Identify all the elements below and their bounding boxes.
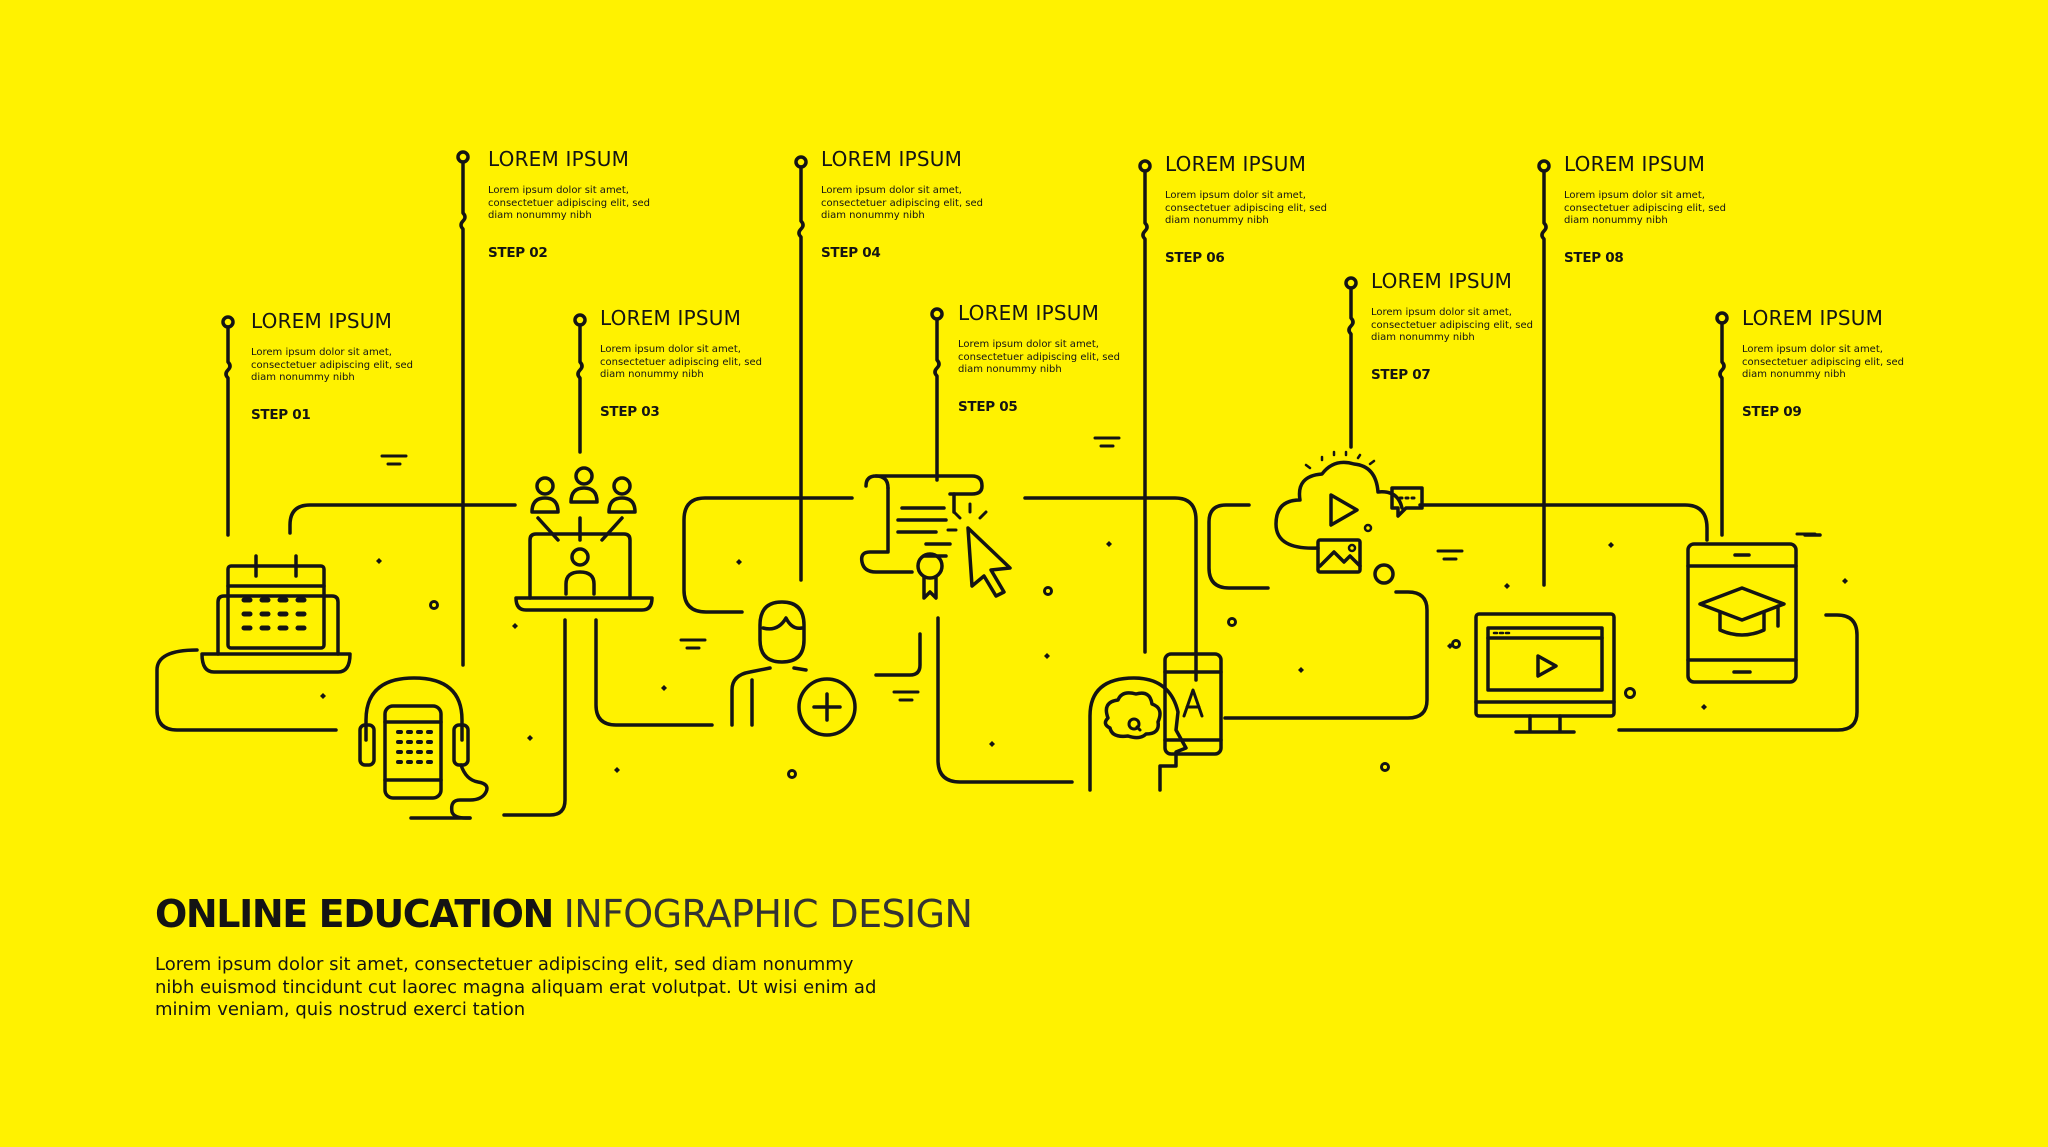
step-description-line: consectetuer adipiscing elit, sed: [1165, 202, 1328, 214]
step-description: Lorem ipsum dolor sit amet, consectetuer…: [1742, 344, 1962, 382]
leader-line-step-04: [794, 155, 808, 582]
cloud-media-icon: [1274, 450, 1424, 585]
step-title: LOREM IPSUM: [1742, 306, 1884, 330]
step-label: STEP 08: [1564, 249, 1624, 266]
body-line: minim veniam, quis nostrud exerci tation: [155, 999, 526, 1021]
head-brain-qa-icon: [1088, 652, 1223, 792]
body-line: Lorem ipsum dolor sit amet, consectetuer…: [155, 954, 854, 975]
step-04: LOREM IPSUM Lorem ipsum dolor sit amet, …: [821, 147, 1041, 261]
laptop-calendar-icon: [200, 554, 352, 674]
step-description-line: Lorem ipsum dolor sit amet,: [251, 347, 392, 358]
step-description-line: Lorem ipsum dolor sit amet,: [600, 344, 741, 355]
step-label: STEP 06: [1165, 249, 1225, 266]
monitor-video-icon: [1474, 612, 1616, 734]
step-title: LOREM IPSUM: [821, 147, 963, 171]
step-description-line: consectetuer adipiscing elit, sed: [1742, 356, 1905, 368]
step-description: Lorem ipsum dolor sit amet, consectetuer…: [821, 185, 1041, 223]
step-description-line: Lorem ipsum dolor sit amet,: [1371, 307, 1512, 318]
connector-path: [155, 496, 1859, 817]
step-description-line: consectetuer adipiscing elit, sed: [1564, 202, 1727, 214]
step-title: LOREM IPSUM: [958, 301, 1100, 325]
step-description-line: consectetuer adipiscing elit, sed: [1371, 319, 1534, 331]
step-label: STEP 07: [1371, 366, 1431, 383]
leader-lines: [221, 150, 1729, 667]
leader-line-step-07: [1344, 276, 1358, 449]
step-label: STEP 05: [958, 398, 1018, 415]
step-description: Lorem ipsum dolor sit amet, consectetuer…: [1371, 307, 1591, 345]
decorative-hearts: [320, 541, 1848, 773]
laptop-network-users-icon: [514, 466, 654, 612]
step-description-line: diam nonummy nibh: [1165, 215, 1269, 226]
step-title: LOREM IPSUM: [600, 306, 742, 330]
step-description-line: consectetuer adipiscing elit, sed: [821, 197, 984, 209]
step-description-line: diam nonummy nibh: [821, 210, 925, 221]
step-description: Lorem ipsum dolor sit amet, consectetuer…: [600, 344, 820, 382]
leader-line-step-01: [221, 315, 235, 537]
tablet-graduation-cap-icon: [1686, 542, 1798, 684]
step-description: Lorem ipsum dolor sit amet, consectetuer…: [1165, 190, 1385, 228]
step-description-line: Lorem ipsum dolor sit amet,: [1165, 190, 1306, 201]
step-description-line: Lorem ipsum dolor sit amet,: [958, 339, 1099, 350]
step-02: LOREM IPSUM Lorem ipsum dolor sit amet, …: [488, 147, 708, 261]
step-description-line: consectetuer adipiscing elit, sed: [958, 351, 1121, 363]
step-description: Lorem ipsum dolor sit amet, consectetuer…: [1564, 190, 1784, 228]
certificate-cursor-icon: [859, 474, 1012, 600]
decorative-dots: [429, 586, 1636, 779]
step-description-line: diam nonummy nibh: [1371, 332, 1475, 343]
step-description-line: diam nonummy nibh: [251, 372, 355, 383]
step-title: LOREM IPSUM: [488, 147, 630, 171]
step-description-line: Lorem ipsum dolor sit amet,: [821, 185, 962, 196]
headphones-phone-icon: [358, 676, 489, 820]
step-08: LOREM IPSUM Lorem ipsum dolor sit amet, …: [1564, 152, 1784, 266]
step-description-line: Lorem ipsum dolor sit amet,: [488, 185, 629, 196]
leader-line-step-08: [1537, 159, 1551, 587]
leader-line-step-06: [1138, 159, 1152, 654]
step-description-line: consectetuer adipiscing elit, sed: [251, 359, 414, 371]
step-title: LOREM IPSUM: [1564, 152, 1706, 176]
body-paragraph: Lorem ipsum dolor sit amet, consectetuer…: [155, 954, 915, 1022]
leader-line-step-03: [573, 313, 587, 454]
step-label: STEP 04: [821, 244, 881, 261]
page-title-bold: ONLINE EDUCATION: [155, 892, 554, 936]
step-description-line: diam nonummy nibh: [1742, 369, 1846, 380]
step-label: STEP 02: [488, 244, 548, 261]
body-line: nibh euismod tincidunt cut laorec magna …: [155, 976, 877, 998]
step-description-line: Lorem ipsum dolor sit amet,: [1742, 344, 1883, 355]
step-09: LOREM IPSUM Lorem ipsum dolor sit amet, …: [1742, 306, 1962, 420]
leader-line-step-02: [456, 150, 470, 667]
step-label: STEP 09: [1742, 403, 1802, 420]
student-add-icon: [730, 600, 857, 737]
step-description-line: diam nonummy nibh: [1564, 215, 1668, 226]
step-01: LOREM IPSUM Lorem ipsum dolor sit amet, …: [251, 309, 471, 423]
step-label: STEP 01: [251, 406, 311, 423]
step-description-line: Lorem ipsum dolor sit amet,: [1564, 190, 1705, 201]
step-title: LOREM IPSUM: [251, 309, 393, 333]
step-description: Lorem ipsum dolor sit amet, consectetuer…: [488, 185, 708, 223]
step-title: LOREM IPSUM: [1371, 269, 1513, 293]
step-07: LOREM IPSUM Lorem ipsum dolor sit amet, …: [1371, 269, 1591, 383]
step-description: Lorem ipsum dolor sit amet, consectetuer…: [251, 347, 471, 385]
step-description-line: diam nonummy nibh: [488, 210, 592, 221]
step-description-line: diam nonummy nibh: [958, 364, 1062, 375]
decorative-dashes: [380, 436, 1817, 702]
step-05: LOREM IPSUM Lorem ipsum dolor sit amet, …: [958, 301, 1178, 415]
step-description-line: consectetuer adipiscing elit, sed: [600, 356, 763, 368]
page-title-light: INFOGRAPHIC DESIGN: [563, 892, 973, 936]
leader-line-step-09: [1715, 311, 1729, 537]
step-description: Lorem ipsum dolor sit amet, consectetuer…: [958, 339, 1178, 377]
page-title: ONLINE EDUCATION INFOGRAPHIC DESIGN: [155, 892, 973, 936]
step-description-line: diam nonummy nibh: [600, 369, 704, 380]
leader-line-step-05: [930, 307, 944, 482]
step-title: LOREM IPSUM: [1165, 152, 1307, 176]
step-description-line: consectetuer adipiscing elit, sed: [488, 197, 651, 209]
step-06: LOREM IPSUM Lorem ipsum dolor sit amet, …: [1165, 152, 1385, 266]
step-03: LOREM IPSUM Lorem ipsum dolor sit amet, …: [600, 306, 820, 420]
step-label: STEP 03: [600, 403, 660, 420]
